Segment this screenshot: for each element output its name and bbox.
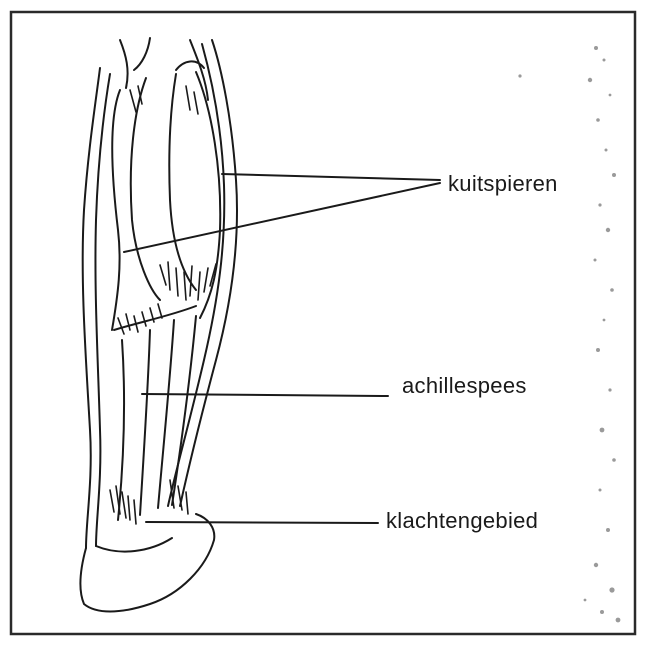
label-achilles-tendon: achillespees: [402, 373, 527, 399]
leader-complaint-area: [146, 522, 378, 523]
label-calf-muscles: kuitspieren: [448, 171, 558, 197]
print-speckles: [518, 46, 620, 622]
label-complaint-area: klachtengebied: [386, 508, 538, 534]
leader-tendon: [142, 394, 388, 396]
leader-calf-upper: [222, 174, 440, 180]
leg-outline: [80, 38, 237, 612]
